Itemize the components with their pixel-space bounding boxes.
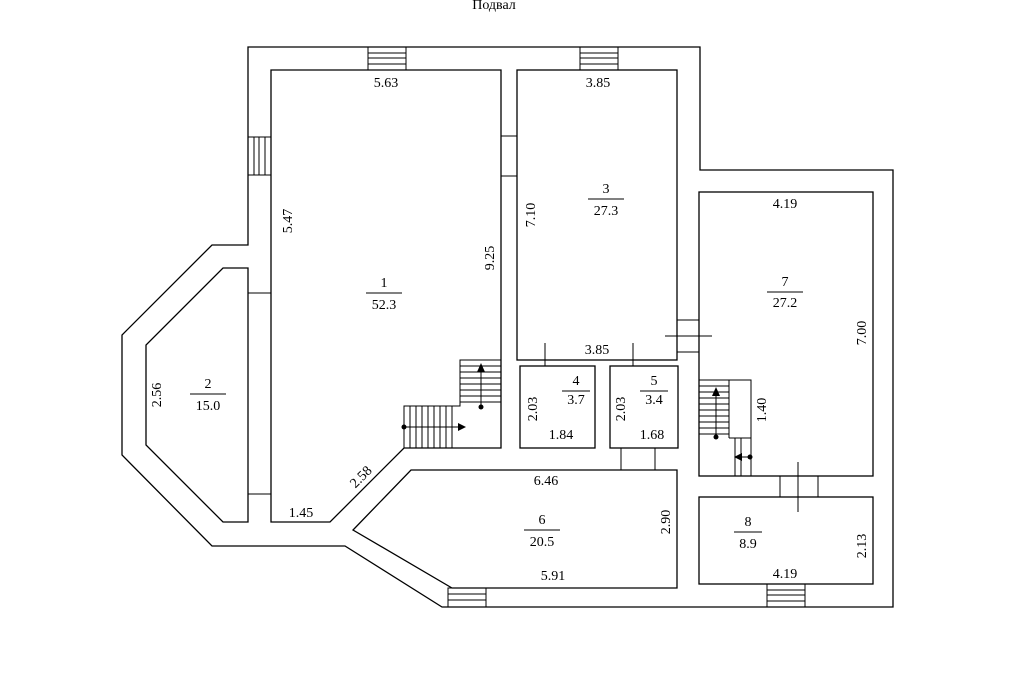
dim-r2-side: 2.56 <box>150 383 165 408</box>
dim-r3-left: 7.10 <box>524 203 539 228</box>
dim-r4-bottom: 1.84 <box>549 428 574 443</box>
room-label-1: 1 52.3 <box>366 276 402 313</box>
dim-r6-right: 2.90 <box>659 510 674 535</box>
svg-text:5: 5 <box>651 374 658 389</box>
svg-text:3.4: 3.4 <box>645 393 663 408</box>
dim-r8-right: 2.13 <box>855 534 870 559</box>
room-label-3: 3 27.3 <box>588 182 624 219</box>
room-label-2: 2 15.0 <box>190 377 226 414</box>
dim-r1-right: 9.25 <box>483 246 498 271</box>
doorways <box>248 135 819 512</box>
window-top-2 <box>579 46 619 71</box>
dim-r7-stair: 1.40 <box>755 398 770 423</box>
window-bottom-1 <box>447 587 487 608</box>
dim-r4-side: 2.03 <box>526 397 541 422</box>
dim-r5-side: 2.03 <box>614 397 629 422</box>
dim-r8-bottom: 4.19 <box>773 567 798 582</box>
dim-r1-left: 5.47 <box>281 209 296 234</box>
svg-text:8.9: 8.9 <box>739 537 757 552</box>
dim-r3-bottom: 3.85 <box>585 343 610 358</box>
dim-r7-top: 4.19 <box>773 197 798 212</box>
staircase-room-1 <box>401 359 502 449</box>
svg-text:3.7: 3.7 <box>567 393 585 408</box>
svg-text:8: 8 <box>745 515 752 530</box>
dim-r7-right: 7.00 <box>855 321 870 346</box>
svg-text:6: 6 <box>539 513 546 528</box>
svg-text:2: 2 <box>205 377 212 392</box>
svg-text:3: 3 <box>603 182 610 197</box>
dim-r1-top: 5.63 <box>374 76 399 91</box>
svg-text:4: 4 <box>573 374 580 389</box>
room-label-4: 4 3.7 <box>562 374 590 408</box>
room-label-7: 7 27.2 <box>767 275 803 311</box>
room-6-outline <box>351 469 678 589</box>
dim-r1-bottom: 1.45 <box>289 506 314 521</box>
room-4-outline <box>519 365 596 449</box>
svg-text:15.0: 15.0 <box>196 399 221 414</box>
room-7-outline <box>698 191 874 477</box>
svg-text:27.2: 27.2 <box>773 296 798 311</box>
room-2-outline <box>145 267 249 523</box>
svg-text:7: 7 <box>782 275 789 290</box>
room-label-6: 6 20.5 <box>524 513 560 550</box>
room-label-5: 5 3.4 <box>640 374 668 408</box>
window-left <box>247 136 272 176</box>
svg-text:20.5: 20.5 <box>530 535 555 550</box>
room-1-outline <box>270 69 502 523</box>
svg-text:1: 1 <box>381 276 388 291</box>
dim-r5-bottom: 1.68 <box>640 428 665 443</box>
svg-text:27.3: 27.3 <box>594 204 619 219</box>
dim-r6-bottom: 5.91 <box>541 569 566 584</box>
outer-wall <box>121 46 894 608</box>
svg-text:52.3: 52.3 <box>372 298 397 313</box>
dim-r6-top: 6.46 <box>534 474 559 489</box>
window-top-1 <box>367 46 407 71</box>
dim-r1-diag: 2.58 <box>348 464 376 492</box>
staircase-room-7 <box>698 379 753 477</box>
dim-r3-top: 3.85 <box>586 76 611 91</box>
room-label-8: 8 8.9 <box>734 515 762 552</box>
window-bottom-2 <box>766 583 806 608</box>
room-5-outline <box>609 365 679 449</box>
plan-title: Подвал <box>472 0 516 13</box>
